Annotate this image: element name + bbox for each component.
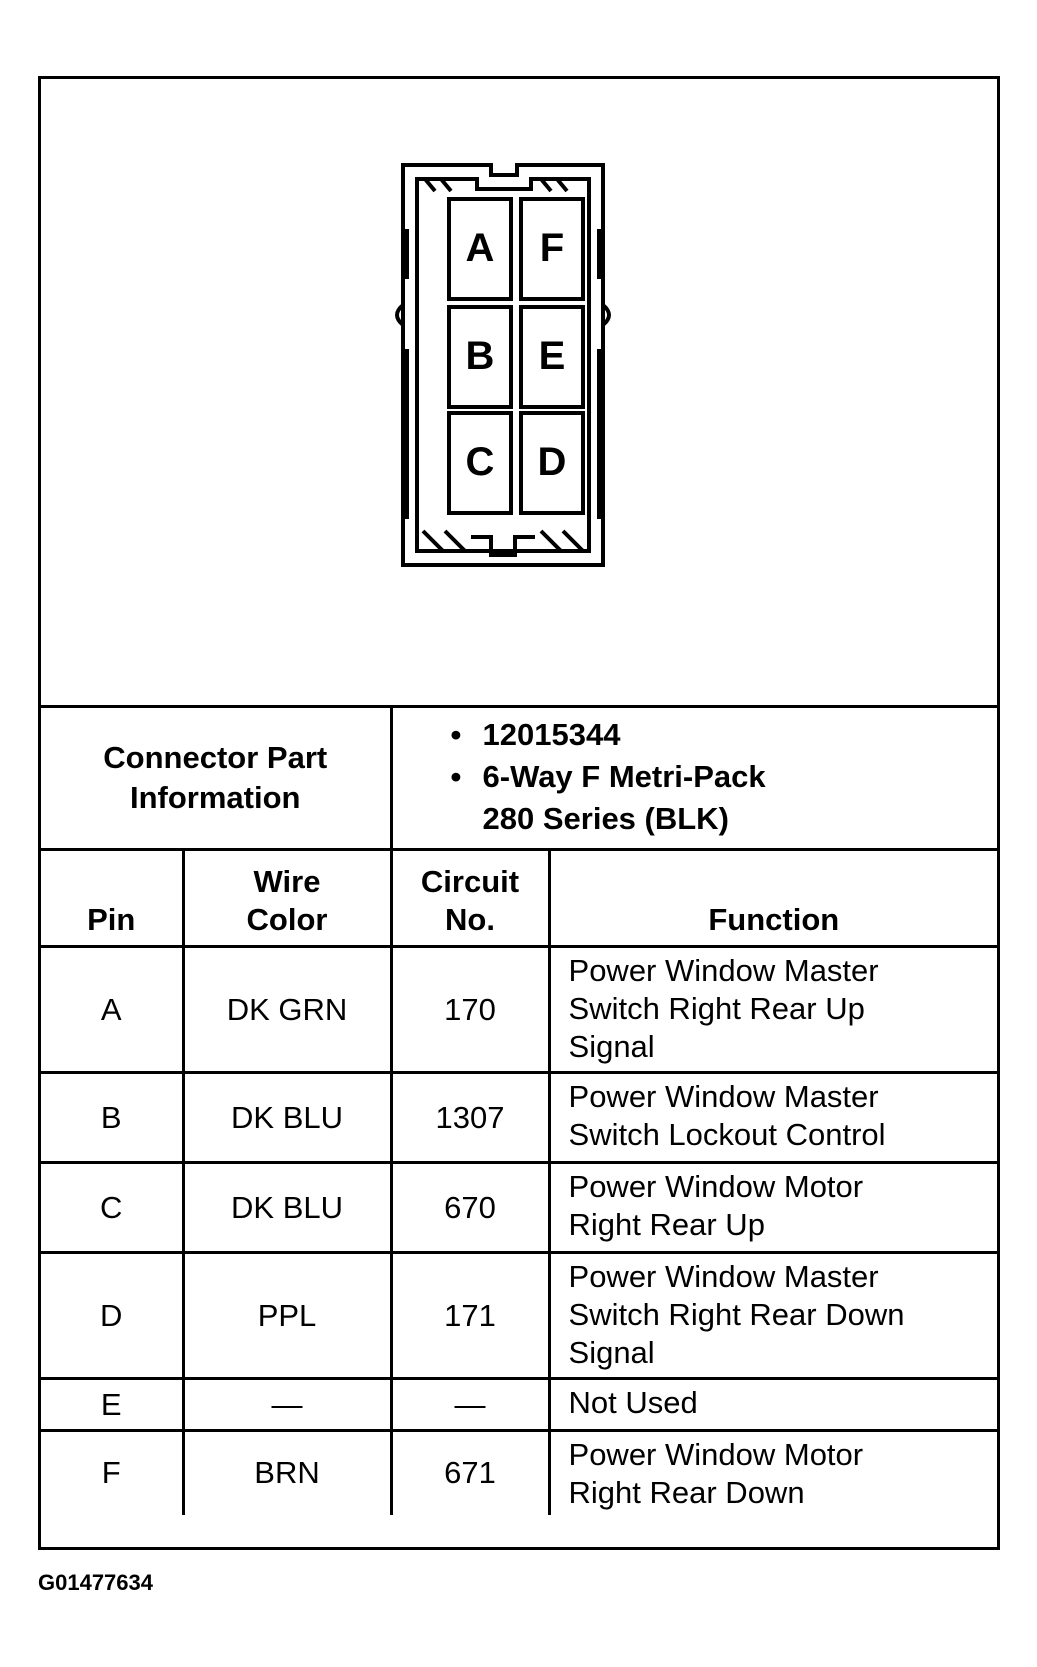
cell-circuit-no: 171 <box>389 1251 551 1380</box>
connector-type: 6-Way F Metri-Pack 280 Series (BLK) <box>451 756 998 840</box>
cell-wire-color: DK GRN <box>181 945 393 1074</box>
cell-wire-color: DK BLU <box>181 1161 393 1254</box>
cell-pin: E <box>41 1377 185 1432</box>
cavity-label-a: A <box>466 226 495 270</box>
cell-circuit-no: 670 <box>389 1161 551 1254</box>
cell-pin: B <box>41 1071 185 1164</box>
cell-circuit-no: — <box>389 1377 551 1432</box>
function-line: Right Rear Up <box>568 1207 765 1242</box>
cell-circuit-no: 671 <box>389 1429 551 1515</box>
part-info-value: 12015344 6-Way F Metri-Pack 280 Series (… <box>389 705 998 851</box>
cell-wire-color: DK BLU <box>181 1071 393 1164</box>
function-line: Signal <box>568 1029 655 1064</box>
part-info-label-line1: Connector Part <box>103 740 328 775</box>
header-function: Function <box>547 848 998 947</box>
connector-outer-shell <box>401 163 605 567</box>
cell-pin: C <box>41 1161 185 1254</box>
function-line: Switch Right Rear Up <box>568 991 865 1026</box>
cavity-label-d: D <box>538 440 567 484</box>
function-line: Signal <box>568 1335 655 1370</box>
cavity-f <box>519 197 585 301</box>
function-line: Power Window Motor <box>568 1437 864 1472</box>
cavity-b <box>447 305 513 409</box>
cell-function: Not Used <box>547 1377 998 1432</box>
function-line: Power Window Motor <box>568 1169 864 1204</box>
function-line: Switch Lockout Control <box>568 1117 886 1152</box>
cavity-d <box>519 411 585 515</box>
cell-wire-color: PPL <box>181 1251 393 1380</box>
cavity-label-e: E <box>539 334 566 378</box>
cell-wire-color: — <box>181 1377 393 1432</box>
connector-left-latch <box>395 303 405 327</box>
part-info-label-line2: Information <box>130 780 301 815</box>
part-info-label: Connector Part Information <box>41 705 393 851</box>
connector-bottom-ramps <box>421 529 585 557</box>
cell-wire-color: BRN <box>181 1429 393 1515</box>
function-line: Not Used <box>568 1385 698 1420</box>
cell-circuit-no: 1307 <box>389 1071 551 1164</box>
cell-circuit-no: 170 <box>389 945 551 1074</box>
cavity-a <box>447 197 513 301</box>
cavity-label-c: C <box>466 440 495 484</box>
part-number: 12015344 <box>451 714 998 756</box>
connector-inner-shell <box>415 177 591 553</box>
figure-id: G01477634 <box>38 1570 153 1595</box>
cavity-label-b: B <box>466 334 495 378</box>
cavity-label-f: F <box>540 226 564 270</box>
function-line: Right Rear Down <box>568 1475 805 1510</box>
cavity-c <box>447 411 513 515</box>
header-pin: Pin <box>41 848 185 947</box>
table-row: E——Not Used <box>41 1377 998 1432</box>
cell-pin: A <box>41 945 185 1074</box>
function-line: Power Window Master <box>568 953 879 988</box>
cell-pin: D <box>41 1251 185 1380</box>
pinout-table: Connector Part Information 12015344 6-Wa… <box>41 705 998 1515</box>
cell-pin: F <box>41 1429 185 1515</box>
connector-right-latch <box>601 303 611 327</box>
cavity-e <box>519 305 585 409</box>
function-line: Power Window Master <box>568 1079 879 1114</box>
function-line: Power Window Master <box>568 1259 879 1294</box>
function-line: Switch Right Rear Down <box>568 1297 905 1332</box>
pinout-table-wrap: Connector Part Information 12015344 6-Wa… <box>41 705 998 1515</box>
